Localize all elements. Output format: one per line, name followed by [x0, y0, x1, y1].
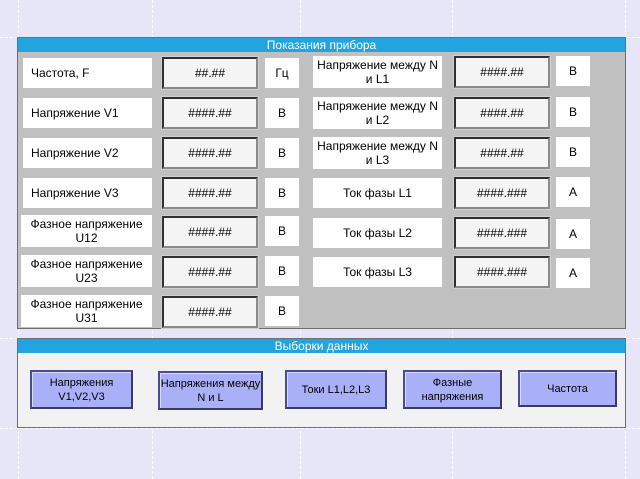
voltage-v2-label: Напряжение V2 — [23, 138, 152, 168]
phase-voltage-u23-field[interactable]: ####.## — [161, 255, 259, 289]
voltage-n-l1-field[interactable]: ####.## — [453, 55, 551, 89]
phase-voltage-u23-label: Фазное напряжение U23 — [21, 255, 152, 287]
voltage-n-l1-label: Напряжение между N и L1 — [313, 56, 442, 88]
voltage-v3-unit: В — [265, 178, 299, 208]
voltage-n-l2-label: Напряжение между N и L2 — [313, 97, 442, 129]
phase-voltages-button[interactable]: Фазные напряжения — [403, 370, 502, 409]
voltage-n-l3-label: Напряжение между N и L3 — [313, 137, 442, 169]
voltage-n-l2-unit: В — [556, 97, 590, 127]
voltages-n-l-button[interactable]: Напряжения между N и L — [158, 371, 263, 410]
voltage-v1-field[interactable]: ####.## — [161, 96, 259, 130]
voltage-n-l3-unit: В — [556, 137, 590, 167]
voltage-v2-field[interactable]: ####.## — [161, 136, 259, 170]
samples-panel-title: Выборки данных — [18, 339, 625, 353]
phase-voltage-u31-unit: В — [265, 296, 299, 326]
current-l2-field[interactable]: ####.### — [453, 216, 551, 250]
current-l2-unit: А — [556, 219, 590, 249]
currents-l1-l2-l3-button[interactable]: Токи L1,L2,L3 — [285, 370, 387, 409]
guide-line — [0, 428, 640, 429]
current-l1-unit: А — [556, 177, 590, 207]
current-l3-unit: А — [556, 258, 590, 288]
current-l3-label: Ток фазы L3 — [313, 257, 442, 287]
voltage-n-l3-field[interactable]: ####.## — [453, 136, 551, 170]
readings-panel-title: Показания прибора — [18, 38, 625, 52]
voltage-v1-label: Напряжение V1 — [23, 98, 152, 128]
current-l1-label: Ток фазы L1 — [313, 178, 442, 208]
voltage-v1-unit: В — [265, 98, 299, 128]
current-l1-field[interactable]: ####.### — [453, 176, 551, 210]
voltage-v2-unit: В — [265, 138, 299, 168]
frequency-unit: Гц — [265, 58, 299, 88]
phase-voltage-u12-field[interactable]: ####.## — [161, 215, 259, 249]
voltage-n-l2-field[interactable]: ####.## — [453, 96, 551, 130]
voltage-v3-field[interactable]: ####.## — [161, 176, 259, 210]
phase-voltage-u23-unit: В — [265, 256, 299, 286]
phase-voltage-u31-label: Фазное напряжение U31 — [21, 295, 152, 327]
current-l2-label: Ток фазы L2 — [313, 218, 442, 248]
phase-voltage-u31-field[interactable]: ####.## — [161, 295, 259, 329]
phase-voltage-u12-unit: В — [265, 216, 299, 246]
voltage-n-l1-unit: В — [556, 56, 590, 86]
phase-voltage-u12-label: Фазное напряжение U12 — [21, 215, 152, 247]
frequency-button[interactable]: Частота — [518, 370, 617, 407]
voltages-v1-v2-v3-button[interactable]: Напряжения V1,V2,V3 — [30, 370, 133, 409]
frequency-field[interactable]: ##.## — [161, 56, 259, 90]
frequency-label: Частота, F — [23, 58, 152, 88]
voltage-v3-label: Напряжение V3 — [23, 178, 152, 208]
current-l3-field[interactable]: ####.### — [453, 255, 551, 289]
